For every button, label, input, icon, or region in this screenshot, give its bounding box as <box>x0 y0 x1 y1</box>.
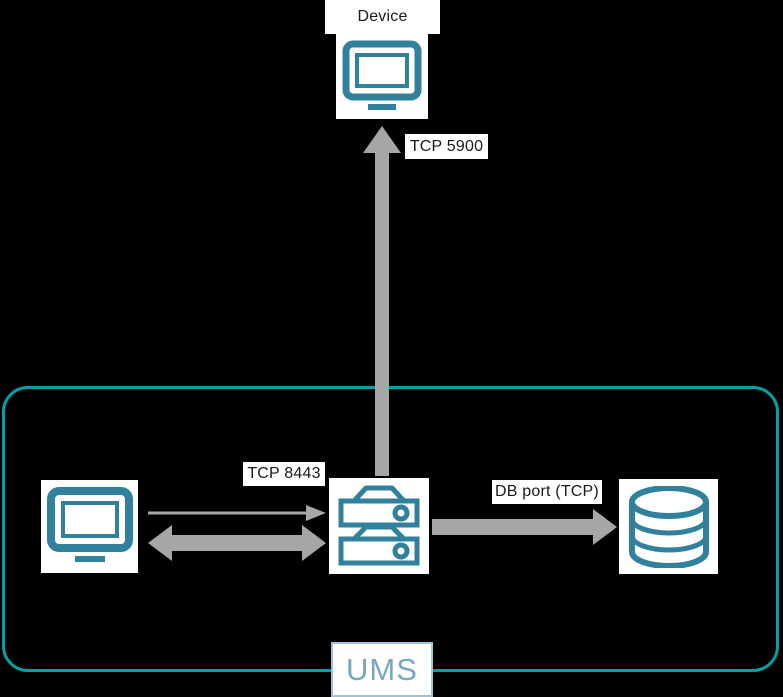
arrow-device-to-server <box>363 126 401 476</box>
node-ums-server-icon-plate <box>329 478 429 574</box>
label-tcp-5900: TCP 5900 <box>405 134 488 159</box>
label-db-port: DB port (TCP) <box>492 480 602 504</box>
monitor-icon <box>342 40 422 110</box>
arrow-console-to-server-thin <box>148 505 326 521</box>
node-admin-console-icon-plate <box>41 480 138 573</box>
database-icon <box>628 485 709 568</box>
ums-badge: UMS <box>331 642 433 697</box>
monitor-icon <box>46 486 133 562</box>
node-database-icon-plate <box>619 479 718 574</box>
arrow-server-to-database <box>432 509 617 545</box>
arrow-console-to-server-bidirectional <box>148 525 326 561</box>
node-device-icon-plate <box>336 34 428 119</box>
label-tcp-8443: TCP 8443 <box>243 462 325 486</box>
label-device: Device <box>325 0 440 34</box>
ums-badge-label: UMS <box>346 652 418 687</box>
server-icon <box>338 485 420 566</box>
